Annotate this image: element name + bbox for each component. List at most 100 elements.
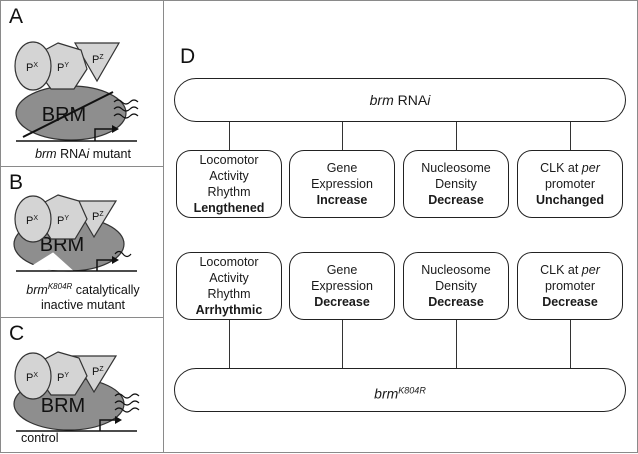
panel-b-illustration: BRM PX PY PZ (13, 194, 137, 272)
px-ellipse-a (14, 41, 52, 91)
px-p-b: P (26, 215, 33, 227)
box-line: Density (435, 279, 477, 293)
transcript-waves-a (113, 99, 139, 119)
outcome-box-clk-k804r: CLK at per promoter Decrease (517, 252, 623, 320)
pz-sup-c: Z (99, 366, 104, 373)
py-label-b: PY (57, 215, 69, 227)
py-label-c: PY (57, 372, 69, 384)
caption-a-rest: mutant (89, 147, 131, 161)
box-clk-italic: per (581, 161, 600, 175)
connector-bottom-3 (456, 320, 457, 368)
panel-c-label: C (9, 322, 25, 345)
box-line: Expression (311, 177, 373, 191)
brm-rnai-italic: brm (369, 92, 394, 108)
py-sup-a: Y (64, 62, 69, 69)
py-label-a: PY (57, 62, 69, 74)
box-line: Nucleosome (421, 263, 491, 277)
px-ellipse-c (14, 352, 52, 400)
connector-top-2 (342, 122, 343, 150)
panel-c: C BRM PX PY PZ control (0, 317, 164, 453)
promoter-arrowhead-a (112, 125, 119, 133)
brm-rnai-italic2: i (427, 92, 431, 108)
box-line: Rhythm (207, 287, 251, 301)
panel-c-illustration: BRM PX PY PZ (13, 351, 140, 432)
outcome-box-nucleosome-rnai: Nucleosome Density Decrease (403, 150, 509, 218)
pz-label-b: PZ (92, 211, 104, 223)
pz-sup-a: Z (99, 54, 104, 61)
caption-b-sup: K804R (47, 282, 73, 291)
pz-p-a: P (92, 54, 99, 66)
px-ellipse-b (14, 195, 52, 243)
py-p-c: P (57, 372, 64, 384)
box-result: Decrease (314, 295, 370, 309)
pz-label-a: PZ (92, 54, 104, 66)
box-line: Locomotor (199, 255, 259, 269)
px-p-c: P (26, 372, 33, 384)
connector-top-1 (229, 122, 230, 150)
box-result: Arrhythmic (195, 303, 263, 317)
box-line: promoter (544, 177, 596, 191)
caption-b-italic: brm (26, 283, 48, 298)
panel-a-illustration: BRM PX PY PZ (14, 41, 139, 142)
box-result: Decrease (542, 295, 598, 309)
promoter-arrow-c (99, 419, 115, 431)
promoter-arrow-b (96, 259, 112, 271)
panel-d: D brm RNAi Locomotor Activity Rhythm Len… (163, 0, 638, 453)
box-line: Nucleosome (421, 161, 491, 175)
catalytic-notch-b (27, 252, 75, 272)
px-label-c: PX (26, 372, 38, 384)
caption-a-mid: RNA (56, 147, 87, 161)
caption-a-italic: brm (35, 147, 57, 161)
outcome-box-locomotor-rnai: Locomotor Activity Rhythm Lengthened (176, 150, 282, 218)
caption-b-line1: brmK804R catalytically (1, 279, 165, 298)
px-label-b: PX (26, 215, 38, 227)
box-clk-italic: per (581, 263, 600, 277)
connector-bottom-1 (229, 320, 230, 368)
panel-a-caption: brm RNAi mutant (1, 147, 165, 162)
brm-rnai-text: RNA (393, 92, 428, 108)
box-clk-text: CLK at (540, 161, 582, 175)
pz-p-b: P (92, 211, 99, 223)
box-result: Lengthened (193, 201, 265, 215)
box-line: Gene (326, 161, 358, 175)
panel-c-caption: control (21, 431, 59, 445)
box-line: Gene (326, 263, 358, 277)
box-line: Activity (209, 169, 249, 183)
px-label-a: PX (26, 62, 38, 74)
box-line: promoter (544, 279, 596, 293)
connector-top-3 (456, 122, 457, 150)
promoter-arrow-a (94, 128, 112, 141)
panel-b: B BRM PX PY PZ brmK804R catalytically in… (0, 166, 164, 318)
brm-label-a: BRM (42, 104, 86, 126)
caption-b-line2: inactive mutant (40, 298, 126, 313)
box-result: Decrease (428, 295, 484, 309)
transcript-waves-c (114, 393, 140, 413)
brm-k804r-bar: brmK804R (174, 368, 626, 412)
strike-line-a (22, 91, 114, 138)
box-line: Density (435, 177, 477, 191)
panel-d-label: D (180, 45, 196, 68)
pz-sup-b: Z (99, 211, 104, 218)
px-p-a: P (26, 62, 33, 74)
outcome-box-gene-expression-rnai: Gene Expression Increase (289, 150, 395, 218)
box-result: Unchanged (535, 193, 605, 207)
connector-top-4 (570, 122, 571, 150)
py-sup-b: Y (64, 215, 69, 222)
panel-b-caption: brmK804R catalytically inactive mutant (1, 279, 165, 313)
py-p-a: P (57, 62, 64, 74)
promoter-arrowhead-b (112, 256, 119, 264)
transcript-wave-b (114, 250, 132, 258)
outcome-box-gene-expression-k804r: Gene Expression Decrease (289, 252, 395, 320)
brm-rnai-bar: brm RNAi (174, 78, 626, 122)
box-line: CLK at per (518, 262, 622, 278)
outcome-box-clk-rnai: CLK at per promoter Unchanged (517, 150, 623, 218)
connector-bottom-2 (342, 320, 343, 368)
box-result: Increase (316, 193, 368, 207)
box-line: Locomotor (199, 153, 259, 167)
panel-a: A BRM PX PY PZ brm RNAi mutant (0, 0, 164, 167)
promoter-arrowhead-c (115, 416, 122, 424)
pz-p-c: P (92, 366, 99, 378)
brm-k804r-sup: K804R (398, 385, 426, 395)
caption-a-italic2: i (86, 147, 90, 161)
px-sup-b: X (33, 215, 38, 222)
